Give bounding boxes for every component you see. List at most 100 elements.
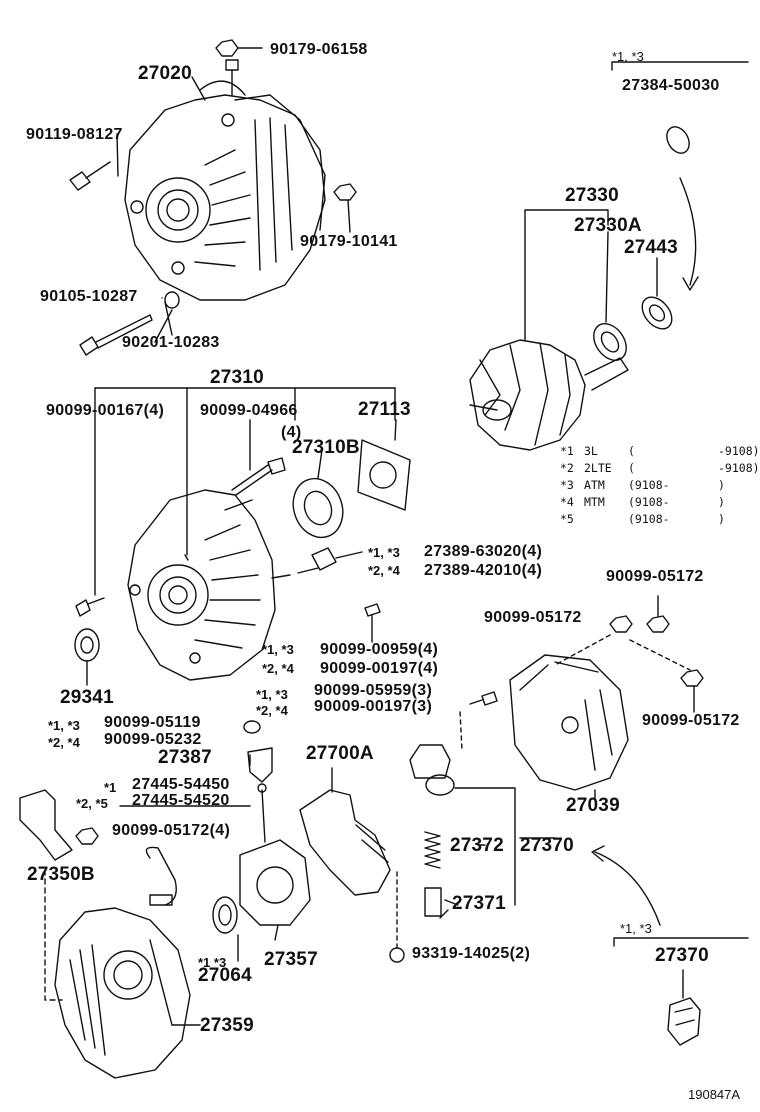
screw-90099-00959-shape <box>364 603 381 643</box>
label-27039: 27039 <box>566 795 620 816</box>
label-qty-4: (4) <box>281 424 302 441</box>
label-27445-54520: 27445-54520 <box>132 792 230 809</box>
label-90009-00197: 90009-00197(3) <box>314 698 433 715</box>
label-27389-63020: 27389-63020(4) <box>424 543 543 560</box>
label-29341: 29341 <box>60 687 114 708</box>
label-90201-10283: 90201-10283 <box>122 334 220 351</box>
bracket-27310-lines <box>94 387 396 596</box>
label-90099-05172-4: 90099-05172(4) <box>112 822 231 839</box>
label-27387: 27387 <box>158 747 212 768</box>
label-27443: 27443 <box>624 237 678 258</box>
curved-arrow-lower-shape <box>594 851 661 926</box>
label-27310: 27310 <box>210 367 264 388</box>
label-27064: 27064 <box>198 965 252 986</box>
note-90099-00197: *2, *4 <box>262 661 294 676</box>
nut-90099-05172-c-shape <box>680 669 704 713</box>
screw-90099-05959-shape <box>469 691 498 706</box>
note-27389-b: *2, *4 <box>368 563 400 578</box>
note-27370-lower: *1, *3 <box>620 921 652 936</box>
label-27384-50030: 27384-50030 <box>622 77 720 94</box>
label-27113: 27113 <box>358 399 411 420</box>
stud-bolt-90099-04966-shape <box>231 457 286 496</box>
label-27389-42010: 27389-42010(4) <box>424 562 543 579</box>
label-27370-lower: 27370 <box>655 945 709 966</box>
label-90099-00167: 90099-00167(4) <box>46 402 165 419</box>
brush-holder-27387-shape <box>243 720 273 783</box>
cover-27039-shape <box>509 654 629 801</box>
label-90099-05172-a: 90099-05172 <box>484 609 582 626</box>
label-27357: 27357 <box>264 949 318 970</box>
curved-arrow-upper-shape <box>679 177 697 286</box>
note-27389-a: *1, *3 <box>368 545 400 560</box>
note-90009-00197: *2, *4 <box>256 703 288 718</box>
label-90099-04966: 90099-04966 <box>200 402 298 419</box>
spring-27372-shape <box>424 831 441 869</box>
bolt-90099-00167-shape <box>75 597 105 617</box>
rear-housing-27310-shape <box>127 489 319 681</box>
label-27372: 27372 <box>450 835 504 856</box>
label-90179-10141: 90179-10141 <box>300 233 398 250</box>
leader-lines <box>116 76 556 962</box>
label-27310B: 27310B <box>292 437 360 458</box>
terminal-27350B-shape <box>19 789 177 906</box>
regulator-27700A-shape <box>299 767 391 896</box>
group-box-lower <box>613 937 749 947</box>
dash-line-left <box>44 869 63 1001</box>
label-90179-06158: 90179-06158 <box>270 41 368 58</box>
brush-holder-27370-shape <box>409 711 516 906</box>
label-27020: 27020 <box>138 63 192 84</box>
nut-90099-05172-a-shape <box>609 615 633 633</box>
curved-arrow-lower-head <box>591 845 605 862</box>
seal-29341-shape <box>74 628 100 686</box>
alternator-housing-27020-shape <box>124 59 326 301</box>
plate-27113-shape <box>357 439 411 511</box>
note-90099-05119: *1, *3 <box>48 718 80 733</box>
screw-93319-14025-shape <box>389 871 405 963</box>
label-27445-54450: 27445-54450 <box>132 776 230 793</box>
label-27359: 27359 <box>200 1015 254 1036</box>
note-27445-54520: *2, *5 <box>76 796 108 811</box>
note-90099-05232: *2, *4 <box>48 735 80 750</box>
note-27064: *1 *3 <box>198 955 227 970</box>
nut-90179-06158-shape <box>215 39 263 57</box>
rectifier-27357-shape <box>239 783 311 926</box>
dash-lines-cover <box>554 634 691 671</box>
label-93319-14025: 93319-14025(2) <box>412 945 531 962</box>
label-27700A: 27700A <box>306 743 374 764</box>
label-27370: 27370 <box>520 835 574 856</box>
bearing-27443-shape <box>641 257 673 330</box>
note-90099-00959: *1, *3 <box>262 642 294 657</box>
label-90099-05232: 90099-05232 <box>104 731 202 748</box>
label-90099-05959: 90099-05959(3) <box>314 682 433 699</box>
curved-arrow-upper-head <box>682 276 699 291</box>
bearing-27310B-shape <box>292 477 344 539</box>
note-27384: *1, *3 <box>612 49 644 64</box>
note-90099-05959: *1, *3 <box>256 687 288 702</box>
bolt-90099-05172-4-shape <box>75 827 99 845</box>
diagram-id: 190847A <box>688 1087 741 1102</box>
label-27350B: 27350B <box>27 864 95 885</box>
label-90099-00959: 90099-00959(4) <box>320 641 439 658</box>
bolt-90119-08127-shape <box>69 161 111 191</box>
label-27330: 27330 <box>565 185 619 206</box>
legend-row: *5(9108-) <box>560 512 725 526</box>
insulator-27389-shape <box>311 547 363 571</box>
nut-90179-10141-shape <box>333 183 357 233</box>
washer-27384-50030-shape <box>611 61 749 154</box>
label-90105-10287: 90105-10287 <box>40 288 138 305</box>
front-housing-27359-shape <box>54 907 201 1079</box>
bearing-27330A-shape <box>593 231 627 361</box>
washer-27064-shape <box>212 896 238 934</box>
nut-90099-05172-b-shape <box>646 595 670 633</box>
label-90119-08127: 90119-08127 <box>26 126 123 143</box>
brush-27371-shape <box>424 887 459 917</box>
label-90099-05172-c: 90099-05172 <box>642 712 740 729</box>
rotor-27330-shape <box>469 209 629 451</box>
